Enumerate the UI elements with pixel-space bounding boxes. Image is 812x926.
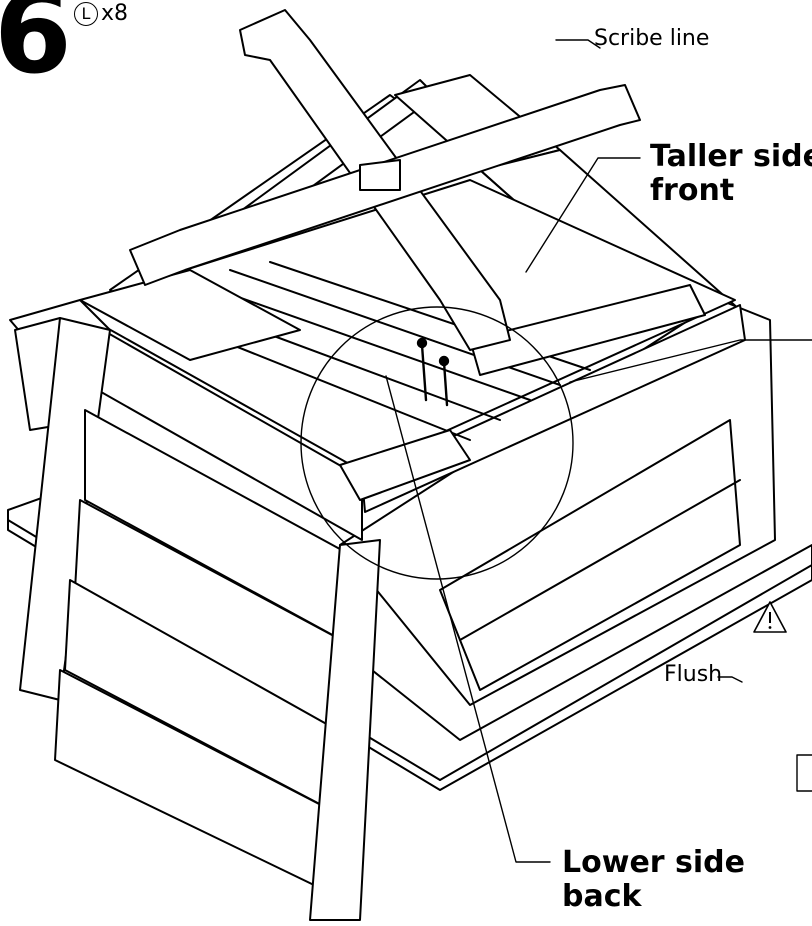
step-number: 6 <box>0 0 72 99</box>
lower-side-line2: back <box>562 879 642 914</box>
warning-triangle-icon <box>753 601 787 633</box>
part-quantity: x8 <box>101 1 129 26</box>
screw-icon <box>416 337 450 407</box>
right-side-frame <box>339 299 776 706</box>
part-reference: L x8 <box>74 2 128 26</box>
cleat-plates <box>79 269 706 501</box>
taller-side-line1: Taller side <box>650 139 812 174</box>
leader-lines <box>385 39 812 863</box>
lower-side-label: Lower side back <box>562 846 745 914</box>
scribe-line-label: Scribe line <box>594 26 710 51</box>
part-letter-circle: L <box>74 2 98 26</box>
taller-side-line2: front <box>650 173 735 208</box>
magnifier-circle <box>300 306 574 580</box>
lower-side-line1: Lower side <box>562 845 745 880</box>
x-legs <box>129 9 641 351</box>
left-side-panel <box>9 299 361 901</box>
front-right-leg <box>309 539 381 921</box>
flush-label: Flush <box>664 662 723 687</box>
taller-side-label: Taller side front <box>650 140 812 208</box>
reference-icon <box>796 754 812 792</box>
